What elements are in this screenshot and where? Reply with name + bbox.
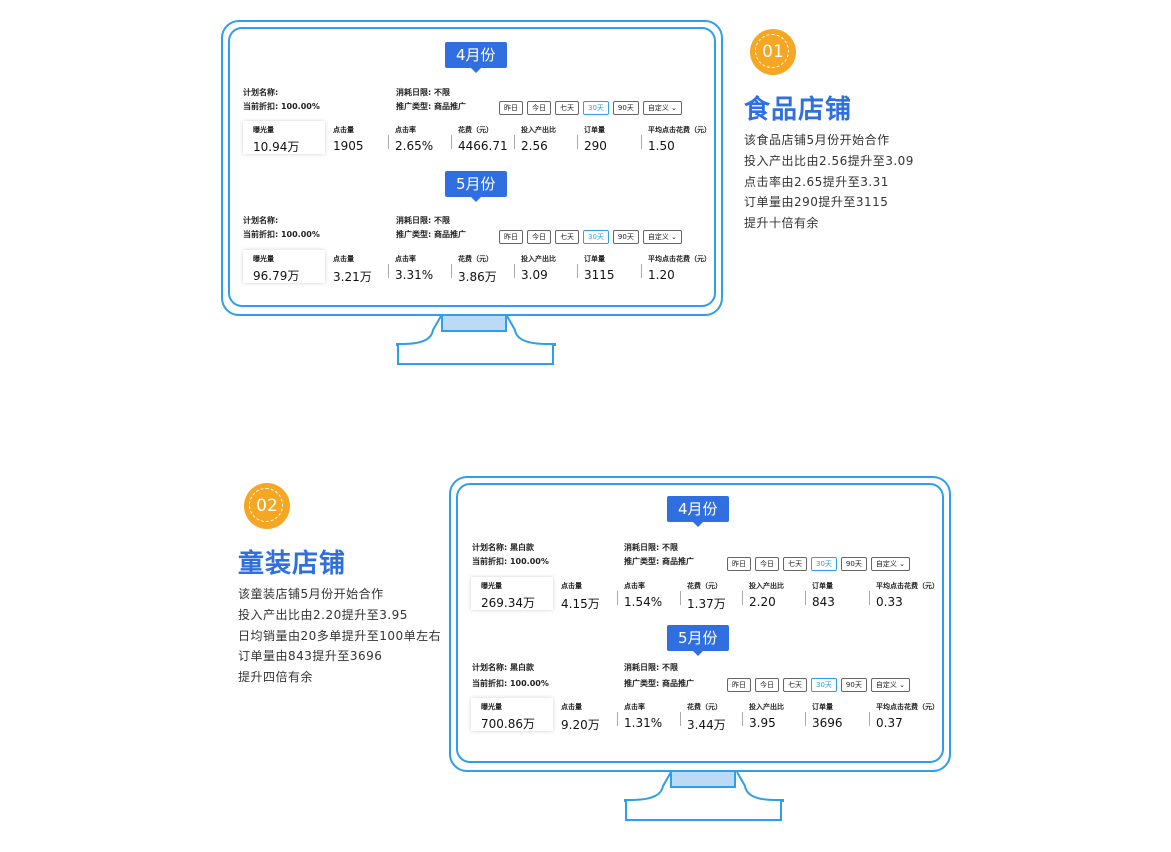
case-title: 食品店铺	[744, 95, 853, 125]
badge-02: 02	[244, 483, 290, 529]
date-range-buttons: 昨日 今日 七天 30天 90天 自定义 ⌄	[727, 557, 910, 571]
btn-90days[interactable]: 90天	[840, 557, 867, 571]
btn-7days[interactable]: 七天	[783, 678, 807, 692]
btn-today[interactable]: 今日	[527, 230, 551, 244]
plan-name: 计划名称: 黑白款	[472, 543, 534, 552]
promo-type: 推广类型: 商品推广	[624, 679, 694, 688]
month-tag: 4月份	[445, 42, 507, 73]
monitor-neck	[441, 316, 507, 330]
btn-90days[interactable]: 90天	[612, 101, 639, 115]
date-range-buttons: 昨日 今日 七天 30天 90天 自定义 ⌄	[499, 101, 682, 115]
promo-type: 推广类型: 商品推广	[396, 102, 466, 111]
consume-date: 消耗日限: 不限	[624, 543, 678, 552]
plan-name: 计划名称: 黑白款	[472, 663, 534, 672]
monitor-stand-outline	[396, 315, 556, 346]
monitor-stand	[397, 344, 554, 365]
date-range-buttons: 昨日 今日 七天 30天 90天 自定义 ⌄	[727, 678, 910, 692]
case-line: 提升四倍有余	[238, 670, 314, 684]
month-tag: 5月份	[667, 625, 729, 656]
case-line: 投入产出比由2.20提升至3.95	[238, 608, 408, 622]
btn-30days[interactable]: 30天	[583, 230, 609, 244]
month-tag: 4月份	[667, 496, 729, 527]
btn-custom[interactable]: 自定义 ⌄	[870, 557, 910, 571]
plan-name: 计划名称:	[243, 88, 279, 97]
btn-90days[interactable]: 90天	[612, 230, 639, 244]
consume-date: 消耗日限: 不限	[396, 216, 450, 225]
discount: 当前折扣: 100.00%	[243, 230, 320, 239]
discount: 当前折扣: 100.00%	[472, 557, 549, 566]
plan-name: 计划名称:	[243, 216, 279, 225]
btn-yesterday[interactable]: 昨日	[727, 557, 751, 571]
promo-type: 推广类型: 商品推广	[624, 557, 694, 566]
btn-today[interactable]: 今日	[755, 557, 779, 571]
consume-date: 消耗日限: 不限	[624, 663, 678, 672]
btn-yesterday[interactable]: 昨日	[499, 230, 523, 244]
btn-custom[interactable]: 自定义 ⌄	[642, 230, 682, 244]
btn-today[interactable]: 今日	[755, 678, 779, 692]
badge-01: 01	[750, 29, 796, 75]
case-line: 该童装店铺5月份开始合作	[238, 587, 384, 601]
monitor-neck	[670, 772, 736, 786]
btn-90days[interactable]: 90天	[840, 678, 867, 692]
btn-7days[interactable]: 七天	[555, 230, 579, 244]
btn-custom[interactable]: 自定义 ⌄	[642, 101, 682, 115]
discount: 当前折扣: 100.00%	[243, 102, 320, 111]
btn-30days[interactable]: 30天	[811, 557, 837, 571]
promo-type: 推广类型: 商品推广	[396, 230, 466, 239]
btn-yesterday[interactable]: 昨日	[727, 678, 751, 692]
date-range-buttons: 昨日 今日 七天 30天 90天 自定义 ⌄	[499, 230, 682, 244]
case-line: 投入产出比由2.56提升至3.09	[744, 154, 914, 168]
monitor-stand-outline	[624, 771, 784, 802]
btn-7days[interactable]: 七天	[555, 101, 579, 115]
btn-custom[interactable]: 自定义 ⌄	[870, 678, 910, 692]
monitor-stand	[625, 800, 782, 821]
case-line: 该食品店铺5月份开始合作	[744, 133, 890, 147]
case-line: 订单量由290提升至3115	[744, 195, 889, 209]
btn-30days[interactable]: 30天	[811, 678, 837, 692]
btn-7days[interactable]: 七天	[783, 557, 807, 571]
consume-date: 消耗日限: 不限	[396, 88, 450, 97]
case-line: 提升十倍有余	[744, 216, 820, 230]
case-line: 点击率由2.65提升至3.31	[744, 175, 889, 189]
btn-30days[interactable]: 30天	[583, 101, 609, 115]
month-tag: 5月份	[445, 171, 507, 202]
discount: 当前折扣: 100.00%	[472, 679, 549, 688]
case-line: 日均销量由20多单提升至100单左右	[238, 629, 442, 643]
case-title: 童装店铺	[238, 549, 347, 579]
btn-today[interactable]: 今日	[527, 101, 551, 115]
btn-yesterday[interactable]: 昨日	[499, 101, 523, 115]
case-line: 订单量由843提升至3696	[238, 649, 383, 663]
